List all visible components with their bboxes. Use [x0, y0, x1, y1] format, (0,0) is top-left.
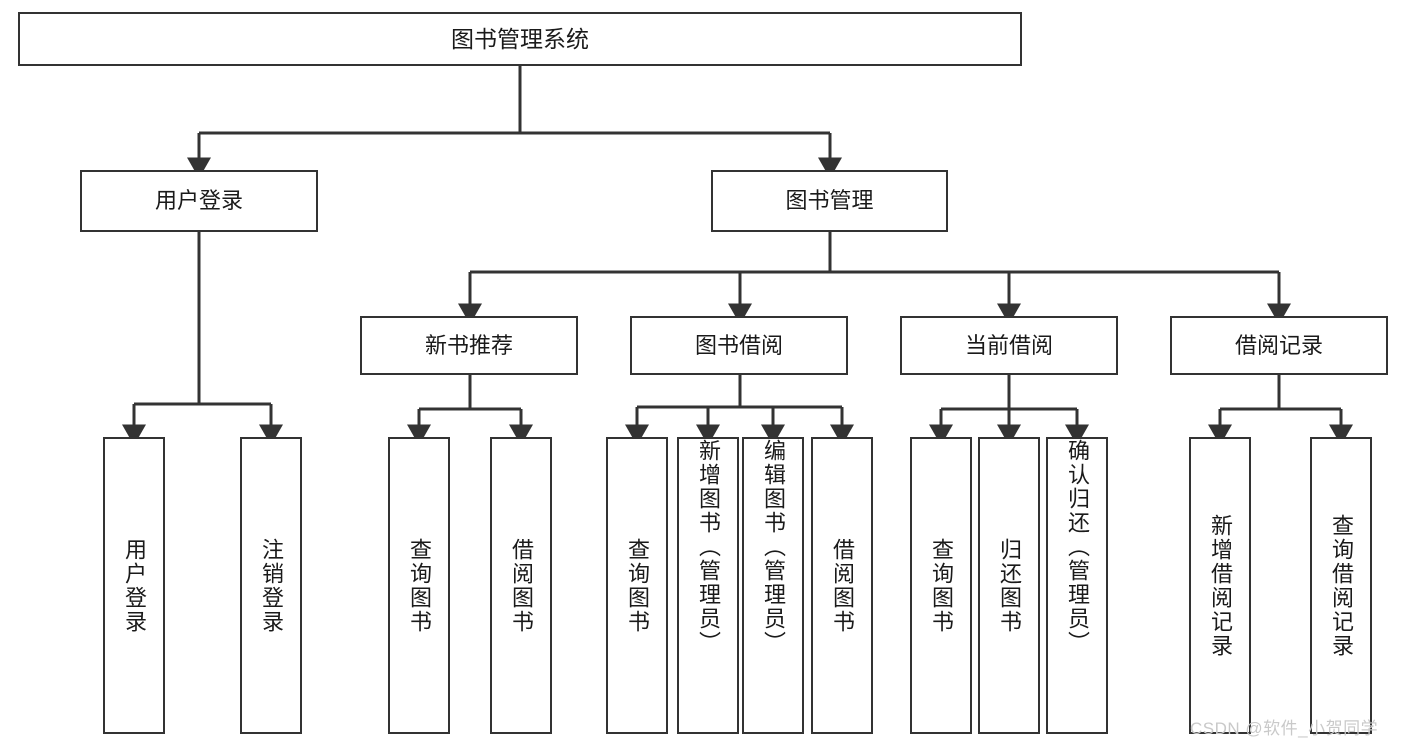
leaf-borrow-record-query-record[interactable]: 查询借阅记录 — [1310, 437, 1372, 734]
leaf-book-borrow-query-book[interactable]: 查询图书 — [606, 437, 668, 734]
node-label: 图书管理系统 — [451, 25, 589, 52]
leaf-new-book-borrow-book[interactable]: 借阅图书 — [490, 437, 552, 734]
node-label: 借阅图书 — [830, 537, 855, 634]
node-label: 图书管理 — [785, 188, 874, 214]
node-label: 新增图书（管理员） — [696, 439, 721, 655]
node-label: 查询图书 — [625, 537, 650, 634]
node-new-book-recommend[interactable]: 新书推荐 — [360, 316, 578, 375]
leaf-new-book-query-book[interactable]: 查询图书 — [388, 437, 450, 734]
node-label: 编辑图书（管理员） — [761, 439, 786, 655]
node-label: 借阅图书 — [509, 537, 534, 634]
node-label: 注销登录 — [259, 537, 284, 634]
leaf-borrow-record-add-record[interactable]: 新增借阅记录 — [1189, 437, 1251, 734]
leaf-user-login-logout[interactable]: 注销登录 — [240, 437, 302, 734]
node-label: 图书借阅 — [694, 332, 783, 358]
node-label: 当前借阅 — [964, 332, 1053, 358]
node-root-system[interactable]: 图书管理系统 — [18, 12, 1022, 66]
node-label: 查询图书 — [929, 537, 954, 634]
node-label: 借阅记录 — [1234, 332, 1323, 358]
node-user-login[interactable]: 用户登录 — [80, 170, 318, 232]
node-label: 确认归还（管理员） — [1065, 439, 1090, 655]
leaf-user-login-login[interactable]: 用户登录 — [103, 437, 165, 734]
node-book-management[interactable]: 图书管理 — [711, 170, 948, 232]
node-label: 新增借阅记录 — [1208, 513, 1233, 658]
leaf-current-borrow-query-book[interactable]: 查询图书 — [910, 437, 972, 734]
node-label: 查询借阅记录 — [1329, 513, 1354, 658]
node-label: 用户登录 — [122, 537, 147, 634]
node-label: 查询图书 — [407, 537, 432, 634]
leaf-book-borrow-add-book[interactable]: 新增图书（管理员） — [677, 437, 739, 734]
node-label: 新书推荐 — [424, 332, 513, 358]
leaf-book-borrow-borrow-book[interactable]: 借阅图书 — [811, 437, 873, 734]
node-borrow-record[interactable]: 借阅记录 — [1170, 316, 1388, 375]
leaf-current-borrow-return-book[interactable]: 归还图书 — [978, 437, 1040, 734]
node-book-borrow[interactable]: 图书借阅 — [630, 316, 848, 375]
leaf-book-borrow-edit-book[interactable]: 编辑图书（管理员） — [742, 437, 804, 734]
node-label: 用户登录 — [154, 188, 243, 214]
node-current-borrow[interactable]: 当前借阅 — [900, 316, 1118, 375]
node-label: 归还图书 — [997, 537, 1022, 634]
leaf-current-borrow-confirm-return[interactable]: 确认归还（管理员） — [1046, 437, 1108, 734]
